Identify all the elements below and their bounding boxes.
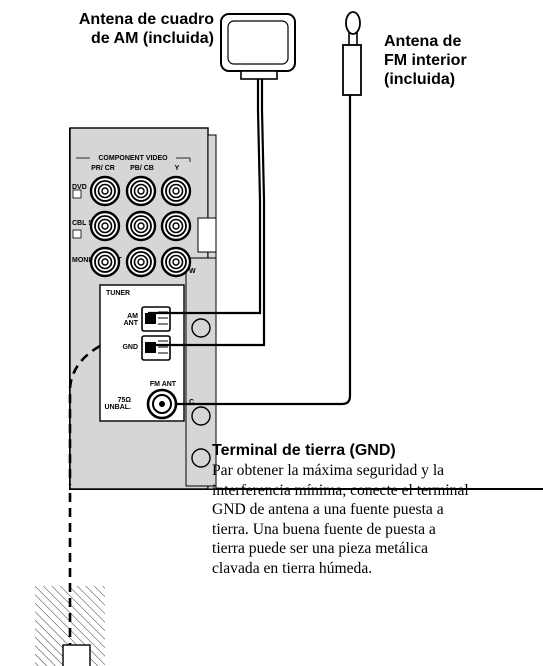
tuner-block: TUNER AM ANT GND FM ANT 75Ω UNBAL. — [99, 284, 185, 422]
am-loop-antenna — [148, 13, 296, 347]
ground-terminal-title: Terminal de tierra (GND) — [212, 442, 396, 459]
jack-dvd-pr — [89, 175, 121, 207]
am-antenna-label-line-1: Antena de cuadro — [78, 11, 214, 28]
jack-monitor-y — [160, 246, 192, 278]
col-header-pr: PR/ CR — [91, 165, 115, 172]
col-header-y: Y — [175, 165, 180, 172]
fm-antenna-label-line-3: (incluida) — [384, 71, 456, 88]
row-label-cbl-sat: CBL SAT — [72, 220, 102, 227]
earth-ground-symbol — [35, 586, 105, 666]
gnd-terminal — [141, 335, 171, 361]
component-video-block: COMPONENT VIDEO PR/ CR PB/ CB Y DVD CBL … — [72, 155, 192, 278]
jack-cbl-pr — [89, 210, 121, 242]
gnd-label: GND — [122, 344, 138, 351]
jack-cbl-pb — [125, 210, 157, 242]
ground-terminal-description: Par obtener la máxima seguridad y la int… — [212, 461, 542, 579]
component-video-title: COMPONENT VIDEO — [98, 155, 168, 162]
jack-dvd-pb — [125, 175, 157, 207]
ground-wire — [68, 344, 101, 648]
description-line: tierra puede ser una pieza metálica — [212, 540, 429, 558]
svg-text:C: C — [189, 399, 194, 406]
fm-antenna-label-line-2: FM interior — [384, 52, 467, 69]
description-line: Par obtener la máxima seguridad y la — [212, 462, 445, 479]
fm-coax-jack — [146, 388, 178, 420]
jack-dvd-y — [160, 175, 192, 207]
am-ant-label: AM — [127, 313, 138, 320]
unbal-label: 75Ω — [118, 397, 132, 404]
am-antenna-label: Antena de cuadro de AM (incluida) — [24, 10, 214, 48]
fm-antenna-label: Antena de FM interior (incluida) — [384, 32, 467, 89]
unbal-label-2: UNBAL. — [105, 404, 131, 411]
description-line: clavada en tierra húmeda. — [212, 559, 373, 577]
svg-text:W: W — [189, 268, 196, 275]
am-antenna-label-line-2: de AM (incluida) — [91, 30, 214, 47]
description-line: tierra. Una buena fuente de puesta a — [212, 520, 436, 538]
tuner-title: TUNER — [106, 290, 130, 297]
col-header-pb: PB/ CB — [130, 165, 154, 172]
fm-antenna-label-line-1: Antena de — [384, 33, 462, 50]
jack-monitor-pb — [125, 246, 157, 278]
description-line: interferencia mínima, conecte el termina… — [212, 481, 469, 499]
row-label-dvd: DVD — [72, 184, 87, 191]
am-ant-label-2: ANT — [124, 320, 139, 327]
jack-cbl-y — [160, 210, 192, 242]
fm-ant-label: FM ANT — [150, 381, 177, 388]
fm-indoor-antenna — [176, 11, 362, 406]
jack-monitor-pr — [89, 246, 121, 278]
am-terminal — [141, 306, 171, 332]
description-line: GND de antena a una fuente puesta a — [212, 501, 444, 519]
